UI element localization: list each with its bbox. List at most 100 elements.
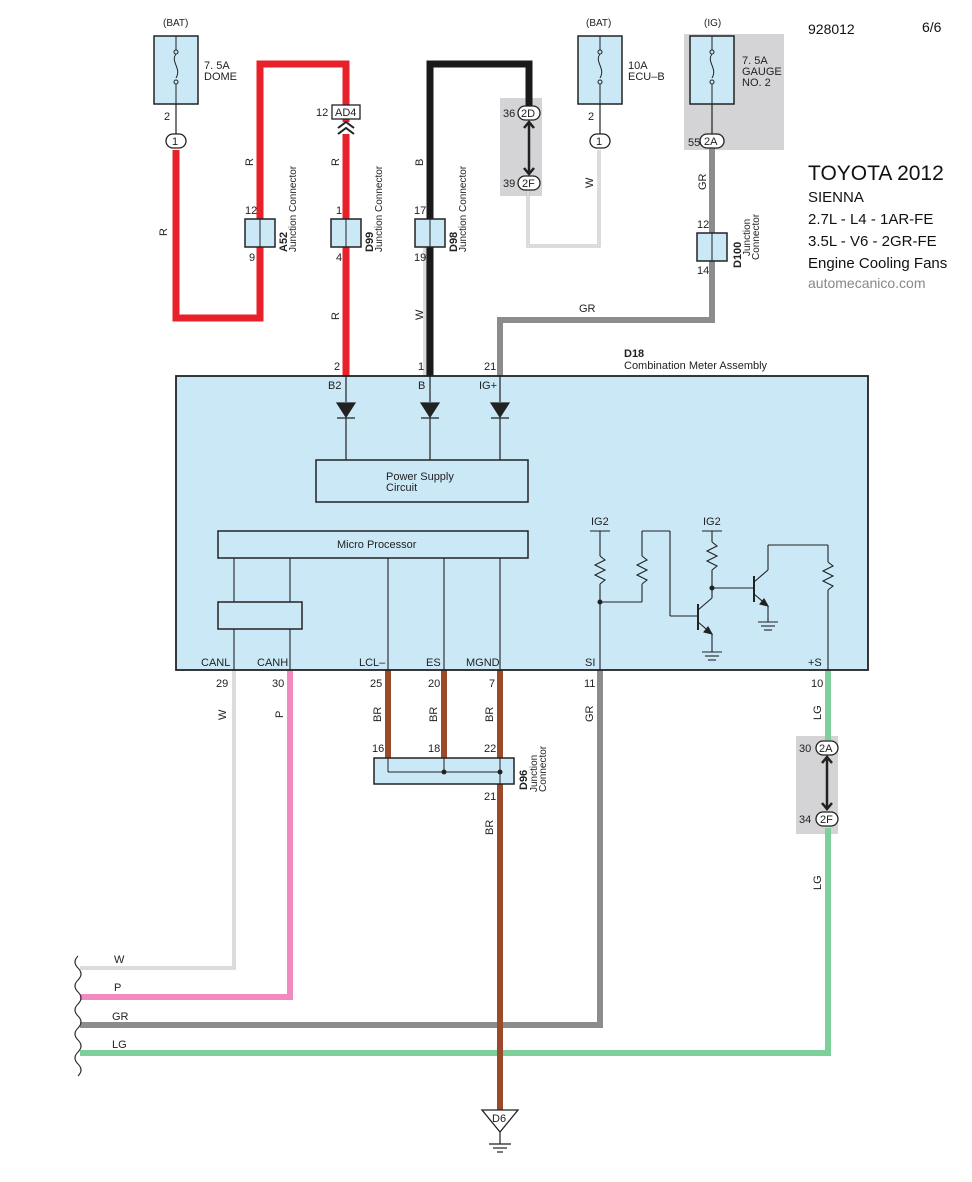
junction-d100: 12 14 D100 Junction Connector	[696, 213, 762, 277]
svg-text:1: 1	[596, 136, 602, 148]
svg-text:4: 4	[336, 252, 342, 264]
svg-text:29: 29	[216, 678, 228, 690]
svg-text:1: 1	[418, 361, 424, 373]
svg-text:ECU–B: ECU–B	[628, 71, 665, 83]
svg-text:D18: D18	[624, 348, 644, 360]
title-system: Engine Cooling Fans	[808, 255, 947, 272]
title-block: TOYOTA 2012 SIENNA 2.7L - L4 - 1AR-FE 3.…	[808, 162, 947, 291]
svg-text:GR: GR	[112, 1011, 129, 1023]
svg-text:BR: BR	[428, 707, 440, 722]
svg-text:2A: 2A	[819, 743, 833, 755]
title-engine-1: 2.7L - L4 - 1AR-FE	[808, 211, 933, 228]
svg-text:GAUGE: GAUGE	[742, 66, 782, 78]
svg-text:9: 9	[249, 252, 255, 264]
svg-text:2A: 2A	[704, 136, 718, 148]
svg-text:21: 21	[484, 361, 496, 373]
junction-d98: 17 19 D98 Junction Connector	[414, 165, 469, 264]
svg-text:AD4: AD4	[335, 107, 356, 119]
svg-text:Junction: Junction	[529, 755, 540, 792]
svg-text:30: 30	[272, 678, 284, 690]
junction-a52: 12 9 A52 Junction Connector	[244, 165, 299, 264]
fuse-dome: (BAT) 7. 5A DOME 2 1	[153, 18, 237, 149]
junction-d96: 16 18 22 21 D96 Junction Connector	[372, 743, 549, 803]
svg-text:7. 5A: 7. 5A	[204, 60, 230, 72]
svg-text:D99: D99	[364, 232, 376, 252]
svg-text:(BAT): (BAT)	[586, 18, 611, 29]
svg-text:2D: 2D	[521, 108, 535, 120]
connector-ad4: 12 AD4	[316, 104, 361, 135]
wire-white-canl	[80, 670, 236, 970]
svg-text:7: 7	[489, 678, 495, 690]
svg-text:11: 11	[584, 678, 595, 690]
svg-text:2F: 2F	[522, 178, 535, 190]
svg-text:B: B	[414, 159, 426, 166]
svg-text:19: 19	[414, 252, 426, 264]
svg-text:39: 39	[503, 178, 515, 190]
svg-text:LG: LG	[112, 1039, 127, 1051]
junction-d99: 1 4 D99 Junction Connector	[330, 165, 385, 264]
svg-text:2: 2	[334, 361, 340, 373]
title-model: SIENNA	[808, 189, 864, 206]
svg-text:D100: D100	[732, 242, 744, 268]
svg-text:Junction: Junction	[458, 215, 469, 252]
wire-color-labels: R R R R B W W GR GR W P BR BR BR BR GR L…	[112, 158, 824, 1051]
svg-text:R: R	[330, 158, 342, 166]
svg-text:BR: BR	[484, 820, 496, 835]
svg-text:LCL–: LCL–	[359, 657, 386, 669]
svg-text:B: B	[418, 380, 425, 392]
svg-text:22: 22	[484, 743, 496, 755]
combination-meter-d18: D18 Combination Meter Assembly 2 1 21 B2…	[175, 348, 869, 690]
svg-text:10A: 10A	[628, 60, 648, 72]
svg-text:1: 1	[172, 136, 178, 148]
inline-connector-2d-2f: 36 2D 39 2F	[503, 105, 541, 191]
svg-text:Circuit: Circuit	[386, 482, 417, 494]
power-supply-circuit	[315, 459, 529, 503]
svg-text:10: 10	[811, 678, 823, 690]
svg-text:2F: 2F	[820, 814, 833, 826]
svg-text:Junction: Junction	[742, 219, 753, 256]
svg-text:Micro Processor: Micro Processor	[337, 539, 417, 551]
svg-text:LG: LG	[812, 705, 824, 720]
svg-text:GR: GR	[584, 705, 596, 722]
svg-text:12: 12	[697, 219, 709, 231]
svg-text:34: 34	[799, 814, 811, 826]
wire-break-marks	[74, 955, 82, 1077]
wire-green-s	[80, 670, 831, 1056]
svg-text:2: 2	[164, 111, 170, 123]
svg-text:(IG): (IG)	[704, 18, 721, 29]
svg-text:BR: BR	[372, 707, 384, 722]
svg-text:MGND: MGND	[466, 657, 500, 669]
svg-text:B2: B2	[328, 380, 341, 392]
svg-text:Connector: Connector	[288, 165, 299, 212]
title-make-year: TOYOTA 2012	[808, 162, 944, 185]
svg-text:2: 2	[588, 111, 594, 123]
svg-text:ES: ES	[426, 657, 441, 669]
title-engine-2: 3.5L - V6 - 2GR-FE	[808, 233, 937, 250]
svg-text:+S: +S	[808, 657, 822, 669]
svg-text:P: P	[114, 982, 121, 994]
micro-processor	[217, 530, 529, 559]
doc-code: 928012	[808, 21, 855, 37]
wire-red-dome	[172, 60, 350, 322]
svg-text:LG: LG	[812, 875, 824, 890]
svg-text:1: 1	[336, 205, 342, 217]
svg-text:A52: A52	[278, 232, 290, 252]
svg-text:R: R	[158, 228, 170, 236]
svg-text:R: R	[244, 158, 256, 166]
svg-text:36: 36	[503, 108, 515, 120]
svg-text:Junction: Junction	[288, 215, 299, 252]
svg-text:NO. 2: NO. 2	[742, 77, 771, 89]
svg-text:D6: D6	[492, 1113, 506, 1125]
svg-text:W: W	[114, 954, 125, 966]
svg-text:Junction: Junction	[374, 215, 385, 252]
svg-text:Connector: Connector	[374, 165, 385, 212]
wire-pink-canh	[80, 670, 293, 1000]
svg-text:25: 25	[370, 678, 382, 690]
svg-text:CANH: CANH	[257, 657, 288, 669]
svg-text:17: 17	[414, 205, 426, 217]
svg-text:DOME: DOME	[204, 71, 237, 83]
svg-text:14: 14	[697, 265, 709, 277]
inline-connector-2a-2f: 30 2A 34 2F	[799, 740, 839, 827]
svg-text:IG+: IG+	[479, 380, 497, 392]
